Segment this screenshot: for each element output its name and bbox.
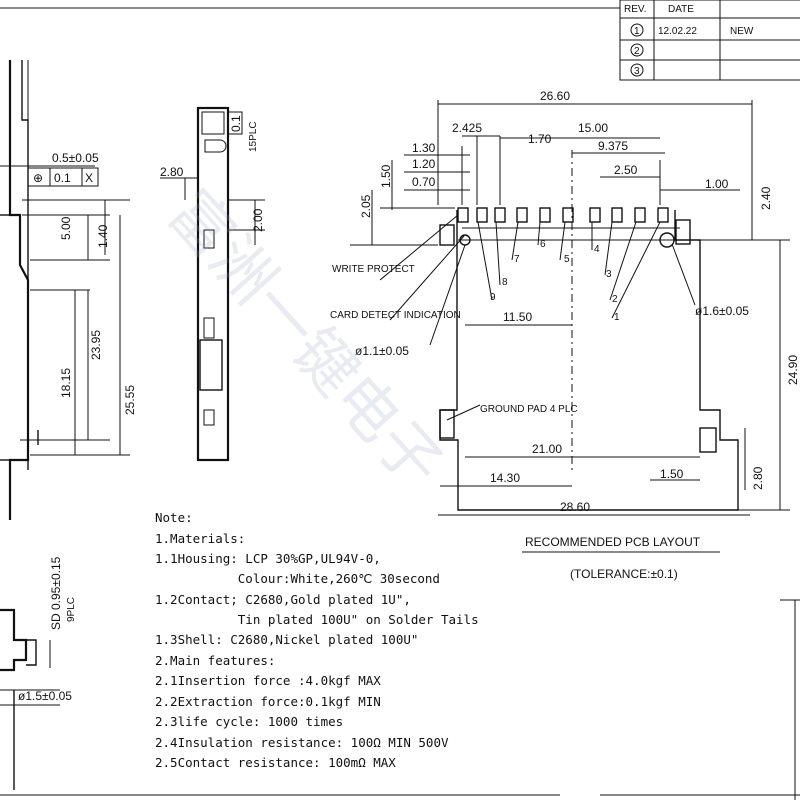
pcb-tolerance: (TOLERANCE:±0.1) bbox=[570, 567, 678, 581]
dim-21-00: 21.00 bbox=[532, 442, 562, 456]
tol-0-1-front: 0.1 bbox=[229, 115, 243, 132]
revision-table: REV. DATE 1 12.02.22 NEW 2 3 bbox=[619, 0, 800, 81]
dim-24-90: 24.90 bbox=[786, 355, 800, 385]
dim-1-5: ø1.5±0.05 bbox=[18, 689, 72, 703]
dim-2-50: 2.50 bbox=[614, 163, 638, 177]
pin-9: 9 bbox=[490, 292, 496, 303]
note-line: 1.1Housing: LCP 30%GP,UL94V-0, bbox=[155, 551, 381, 566]
note-line: Note: bbox=[155, 510, 193, 525]
label-15plc: 15PLC bbox=[248, 121, 259, 152]
note-line: 2.4Insulation resistance: 100Ω MIN 500V bbox=[155, 735, 449, 750]
callout-hole-1-1: ø1.1±0.05 bbox=[355, 344, 409, 358]
dim-14-30: 14.30 bbox=[490, 471, 520, 485]
dim-28-60: 28.60 bbox=[560, 500, 590, 514]
dim-25-55: 25.55 bbox=[123, 385, 137, 415]
tol-0-1: 0.1 bbox=[54, 171, 71, 185]
dim-23-95: 23.95 bbox=[89, 330, 103, 360]
pin-3: 3 bbox=[606, 269, 612, 280]
dim-1-00: 1.00 bbox=[705, 177, 729, 191]
pin-2: 2 bbox=[612, 294, 618, 305]
dim-15-00: 15.00 bbox=[578, 121, 608, 135]
dim-sd-0-95: SD 0.95±0.15 bbox=[49, 556, 63, 630]
note-line: 2.1Insertion force :4.0kgf MAX bbox=[155, 673, 381, 688]
dim-1-50: 1.50 bbox=[379, 164, 393, 188]
rev-header: REV. bbox=[624, 4, 646, 15]
dim-2-40: 2.40 bbox=[759, 186, 773, 210]
pcb-title: RECOMMENDED PCB LAYOUT bbox=[525, 535, 701, 549]
front-view: 2.80 2.00 0.1 15PLC bbox=[160, 106, 265, 462]
dim-hole-1-6: ø1.6±0.05 bbox=[695, 304, 749, 318]
note-line: 2.Main features: bbox=[155, 653, 275, 668]
rev-1: 1 bbox=[634, 26, 640, 37]
callout-ground: GROUND PAD 4 PLC bbox=[480, 404, 578, 415]
pin-4: 4 bbox=[594, 244, 600, 255]
pin-7: 7 bbox=[514, 254, 520, 265]
rev-1-desc: NEW bbox=[730, 26, 754, 37]
dim-5-00: 5.00 bbox=[59, 216, 73, 240]
dim-26-60: 26.60 bbox=[540, 89, 570, 103]
bottom-left-view: SD 0.95±0.15 9PLC ø1.5±0.05 bbox=[0, 556, 77, 790]
dim-1-50-b: 1.50 bbox=[660, 467, 684, 481]
pcb-layout: 26.60 2.425 1.70 15.00 9.375 2.50 1.00 1… bbox=[330, 89, 800, 581]
rev-3: 3 bbox=[634, 66, 640, 77]
dim-11-50: 11.50 bbox=[503, 310, 532, 324]
dim-1-20: 1.20 bbox=[412, 157, 436, 171]
pin-6: 6 bbox=[540, 239, 546, 250]
position-symbol: ⊕ bbox=[33, 171, 43, 185]
note-line: Colour:White,260℃ 30second bbox=[155, 571, 440, 586]
rev-1-date: 12.02.22 bbox=[658, 26, 697, 37]
watermark: 富洲一键电子 bbox=[154, 176, 457, 501]
pads bbox=[439, 207, 717, 453]
label-9plc: 9PLC bbox=[66, 597, 77, 622]
hole-1-6 bbox=[659, 232, 675, 248]
dim-0-70: 0.70 bbox=[412, 175, 436, 189]
notes-block: Note: 1.Materials: 1.1Housing: LCP 30%GP… bbox=[155, 510, 479, 770]
note-line: 1.3Shell: C2680,Nickel plated 100U" bbox=[155, 632, 418, 647]
note-line: 2.3life cycle: 1000 times bbox=[155, 714, 343, 729]
pin-8: 8 bbox=[502, 277, 508, 288]
pin-leaders bbox=[477, 221, 661, 319]
dim-2-05: 2.05 bbox=[359, 194, 373, 218]
tol-x: X bbox=[85, 171, 93, 185]
pin-1: 1 bbox=[614, 312, 620, 323]
dim-2-00: 2.00 bbox=[251, 208, 265, 232]
dim-1-30: 1.30 bbox=[412, 141, 436, 155]
dim-1-70: 1.70 bbox=[528, 132, 552, 146]
dim-18-15: 18.15 bbox=[59, 368, 73, 398]
callout-write: WRITE PROTECT bbox=[332, 264, 415, 275]
date-header: DATE bbox=[668, 4, 694, 15]
dim-9-375: 9.375 bbox=[598, 139, 628, 153]
side-view: 5.00 1.40 23.95 18.15 25.55 0.5±0.05 ⊕ 0… bbox=[0, 60, 137, 520]
note-line: 2.2Extraction force:0.1kgf MIN bbox=[155, 694, 381, 709]
note-line: 1.Materials: bbox=[155, 531, 245, 546]
note-line: Tin plated 100U" on Solder Tails bbox=[155, 612, 479, 627]
dim-2-80-b: 2.80 bbox=[751, 466, 765, 490]
note-line: 2.5Contact resistance: 100mΩ MAX bbox=[155, 755, 396, 770]
note-line: 1.2Contact; C2680,Gold plated 1U", bbox=[155, 592, 411, 607]
dim-1-40: 1.40 bbox=[96, 224, 110, 248]
callout-card-detect: CARD DETECT INDICATION bbox=[330, 310, 461, 321]
rev-2: 2 bbox=[634, 46, 640, 57]
dim-0-5: 0.5±0.05 bbox=[52, 151, 99, 165]
dim-2-425: 2.425 bbox=[452, 121, 482, 135]
tolerance-frame bbox=[27, 167, 99, 187]
dim-2-80: 2.80 bbox=[160, 165, 184, 179]
pin-5: 5 bbox=[564, 254, 570, 265]
rev-1-circle bbox=[630, 23, 644, 37]
